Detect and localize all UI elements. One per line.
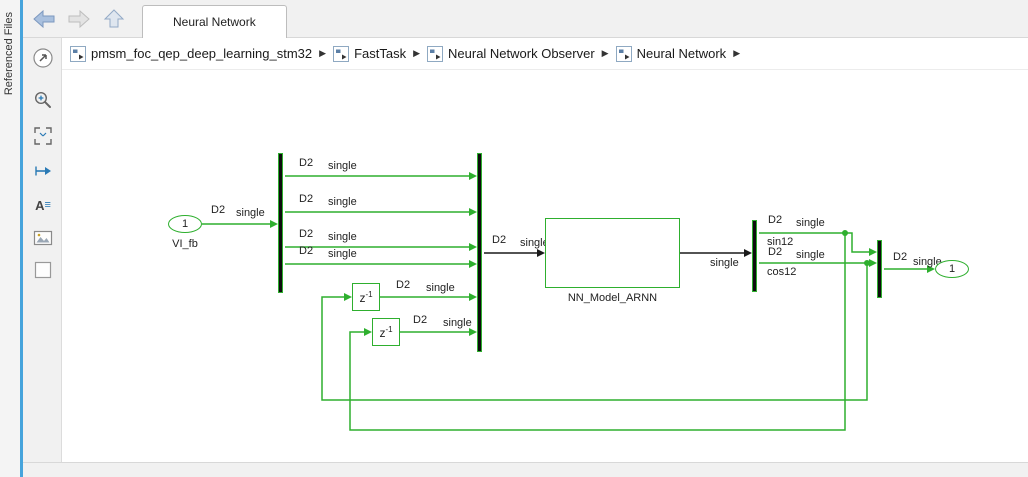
back-button[interactable] xyxy=(30,7,58,31)
image-icon xyxy=(33,230,53,246)
area-box-icon xyxy=(34,261,52,279)
up-to-parent-button[interactable] xyxy=(100,7,128,31)
wire-type-label: single xyxy=(796,249,825,261)
wire-type-label: D2 xyxy=(211,204,226,216)
navigate-button[interactable] xyxy=(31,46,55,70)
inport-name-label: VI_fb xyxy=(172,238,198,250)
wire-type-label: single xyxy=(328,196,357,208)
fit-view-icon xyxy=(34,127,52,145)
breadcrumb-item-neural-network[interactable]: Neural Network xyxy=(615,45,726,62)
forward-button[interactable] xyxy=(65,7,93,31)
breadcrumb-item-nn-observer[interactable]: Neural Network Observer xyxy=(427,45,595,62)
tab-bar: Neural Network xyxy=(23,0,1028,38)
forward-arrow-icon xyxy=(68,9,90,28)
unit-delay-block-2[interactable]: z-1 xyxy=(372,318,400,346)
compass-arrow-icon xyxy=(33,48,53,68)
breadcrumb-separator[interactable]: ▶ xyxy=(413,48,421,58)
subsystem-icon xyxy=(427,45,444,62)
nn-block-name-label: NN_Model_ARNN xyxy=(567,292,658,304)
wire-type-label: single xyxy=(236,207,265,219)
back-arrow-icon xyxy=(33,9,55,28)
wire-type-label: D2 xyxy=(299,228,314,240)
zoom-icon xyxy=(34,91,51,108)
wire-type-label: single xyxy=(443,317,472,329)
wire-type-label: single xyxy=(796,217,825,229)
wire-type-label: D2 xyxy=(768,246,783,258)
mux-block-output[interactable] xyxy=(877,240,882,298)
wire-type-label: D2 xyxy=(299,245,314,257)
wire-type-label: D2 xyxy=(299,193,314,205)
tab-neural-network[interactable]: Neural Network xyxy=(142,5,287,38)
wire-type-label: D2 xyxy=(768,214,783,226)
wire-type-label: single xyxy=(328,248,357,260)
wire-type-label: single xyxy=(328,231,357,243)
tab-label: Neural Network xyxy=(173,15,256,29)
wire-type-label: single xyxy=(328,160,357,172)
subsystem-icon xyxy=(333,45,350,62)
wire-type-label: single xyxy=(426,282,455,294)
breadcrumb-item-model[interactable]: pmsm_foc_qep_deep_learning_stm32 xyxy=(70,45,312,62)
wire-type-label: D2 xyxy=(492,234,507,246)
inport-block[interactable]: 1 xyxy=(168,215,202,233)
bottom-bar xyxy=(23,462,1028,477)
breadcrumb-item-fasttask[interactable]: FastTask xyxy=(333,45,406,62)
referenced-files-panel-tab[interactable]: Referenced Files xyxy=(0,0,20,477)
breadcrumb: pmsm_foc_qep_deep_learning_stm32 ▶ FastT… xyxy=(62,38,1028,70)
outport-block[interactable]: 1 xyxy=(935,260,969,278)
wire-type-label: D2 xyxy=(413,314,428,326)
annotation-lines-icon: ≡ xyxy=(44,199,51,211)
tool-palette: A ≡ xyxy=(23,38,62,477)
mux-block-nn-input[interactable] xyxy=(477,153,482,352)
route-arrow-icon xyxy=(35,166,51,176)
referenced-files-label: Referenced Files xyxy=(3,12,15,96)
wire-type-label: D2 xyxy=(893,251,908,263)
area-annotation-tool[interactable] xyxy=(31,258,55,282)
subsystem-icon xyxy=(615,45,632,62)
demux-block-output[interactable] xyxy=(752,220,757,292)
signal-routing-tool[interactable] xyxy=(31,159,55,183)
annotation-icon: A xyxy=(35,197,45,213)
zoom-tool[interactable] xyxy=(31,88,55,112)
breadcrumb-separator[interactable]: ▶ xyxy=(319,48,327,58)
model-icon xyxy=(70,45,86,62)
wire-type-label: D2 xyxy=(396,279,411,291)
image-annotation-tool[interactable] xyxy=(31,226,55,250)
wire-type-label: single xyxy=(710,257,739,269)
annotation-tool[interactable]: A ≡ xyxy=(31,193,55,217)
up-arrow-icon xyxy=(103,8,125,27)
demux-block-input[interactable] xyxy=(278,153,283,293)
panel-splitter[interactable] xyxy=(20,0,23,477)
fit-to-view-tool[interactable] xyxy=(31,124,55,148)
wire-type-label: D2 xyxy=(299,157,314,169)
signal-name-label: cos12 xyxy=(767,266,797,278)
breadcrumb-separator[interactable]: ▶ xyxy=(733,48,741,58)
breadcrumb-separator[interactable]: ▶ xyxy=(601,48,609,58)
nn-model-block[interactable] xyxy=(545,218,680,288)
unit-delay-block-1[interactable]: z-1 xyxy=(352,283,380,311)
